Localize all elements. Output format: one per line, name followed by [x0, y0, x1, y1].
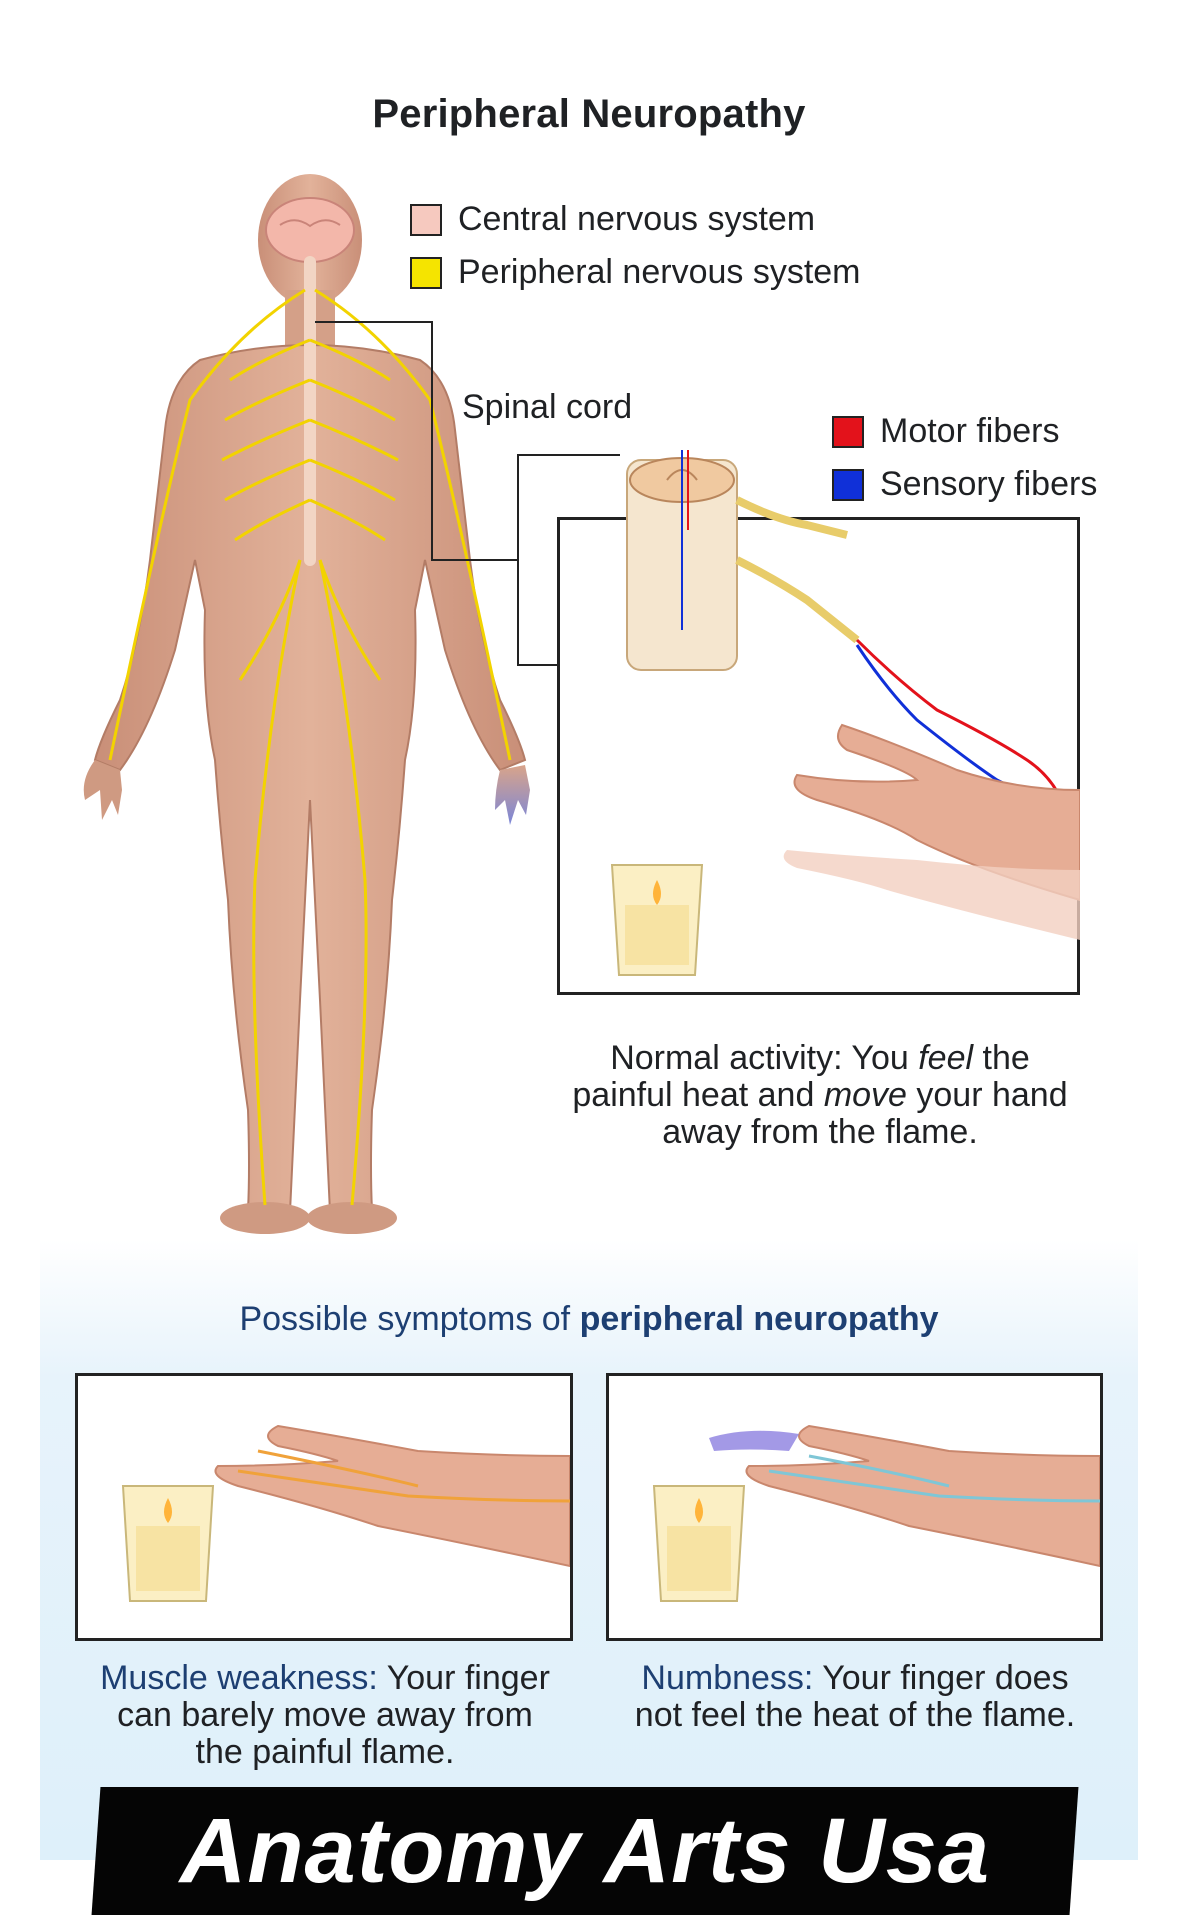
spinal-cord-cross-section — [626, 450, 860, 671]
legend-fibers: Motor fibers Sensory fibers — [832, 412, 1097, 504]
candle-icon — [610, 864, 704, 976]
body-illustration — [83, 174, 620, 1234]
normal-caption-line3: away from the flame. — [662, 1113, 978, 1151]
candle-icon — [121, 1485, 215, 1602]
weakness-caption: Muscle weakness: Your finger can barely … — [100, 1659, 550, 1771]
candle-icon — [652, 1485, 746, 1602]
normal-caption-line1: Normal activity: You feel the — [610, 1039, 1030, 1077]
numbness-illustration — [652, 1424, 1100, 1602]
normal-caption-line2: painful heat and move your hand — [572, 1076, 1068, 1114]
watermark-text: Anatomy Arts Usa — [179, 1800, 991, 1902]
human-body-figure — [83, 174, 530, 1234]
legend-label-sensory: Sensory fibers — [880, 465, 1098, 503]
symptoms-heading: Possible symptoms of peripheral neuropat… — [239, 1300, 939, 1338]
normal-activity-caption: Normal activity: You feel the painful he… — [560, 1040, 1080, 1151]
legend-label-pns: Peripheral nervous system — [458, 253, 861, 291]
spinal-cord-label: Spinal cord — [462, 388, 633, 426]
arm-ghost — [783, 850, 1080, 940]
legend-item-pns: Peripheral nervous system — [410, 253, 861, 292]
legend-label-motor: Motor fibers — [880, 412, 1060, 450]
normal-activity-illustration — [610, 450, 1080, 976]
symptom-panel-weakness — [75, 1373, 573, 1641]
motor-fiber-path — [855, 638, 1069, 816]
arm-raised — [793, 723, 1080, 902]
symptom-panel-numbness — [606, 1373, 1103, 1641]
weakness-illustration — [121, 1424, 570, 1602]
legend-item-sensory: Sensory fibers — [832, 465, 1097, 504]
peripheral-nerves — [108, 288, 512, 1206]
numbness-caption: Numbness: Your finger does not feel the … — [634, 1659, 1076, 1734]
legend-swatch-pns — [410, 256, 442, 289]
legend-label-cns: Central nervous system — [458, 200, 816, 238]
legend-item-cns: Central nervous system — [410, 200, 861, 239]
legend-systems: Central nervous system Peripheral nervou… — [410, 200, 861, 292]
legend-item-motor: Motor fibers — [832, 412, 1097, 451]
legend-swatch-motor — [832, 415, 864, 448]
legend-swatch-sensory — [832, 468, 864, 501]
legend-swatch-cns — [410, 203, 442, 236]
diagram-title: Peripheral Neuropathy — [372, 92, 806, 136]
